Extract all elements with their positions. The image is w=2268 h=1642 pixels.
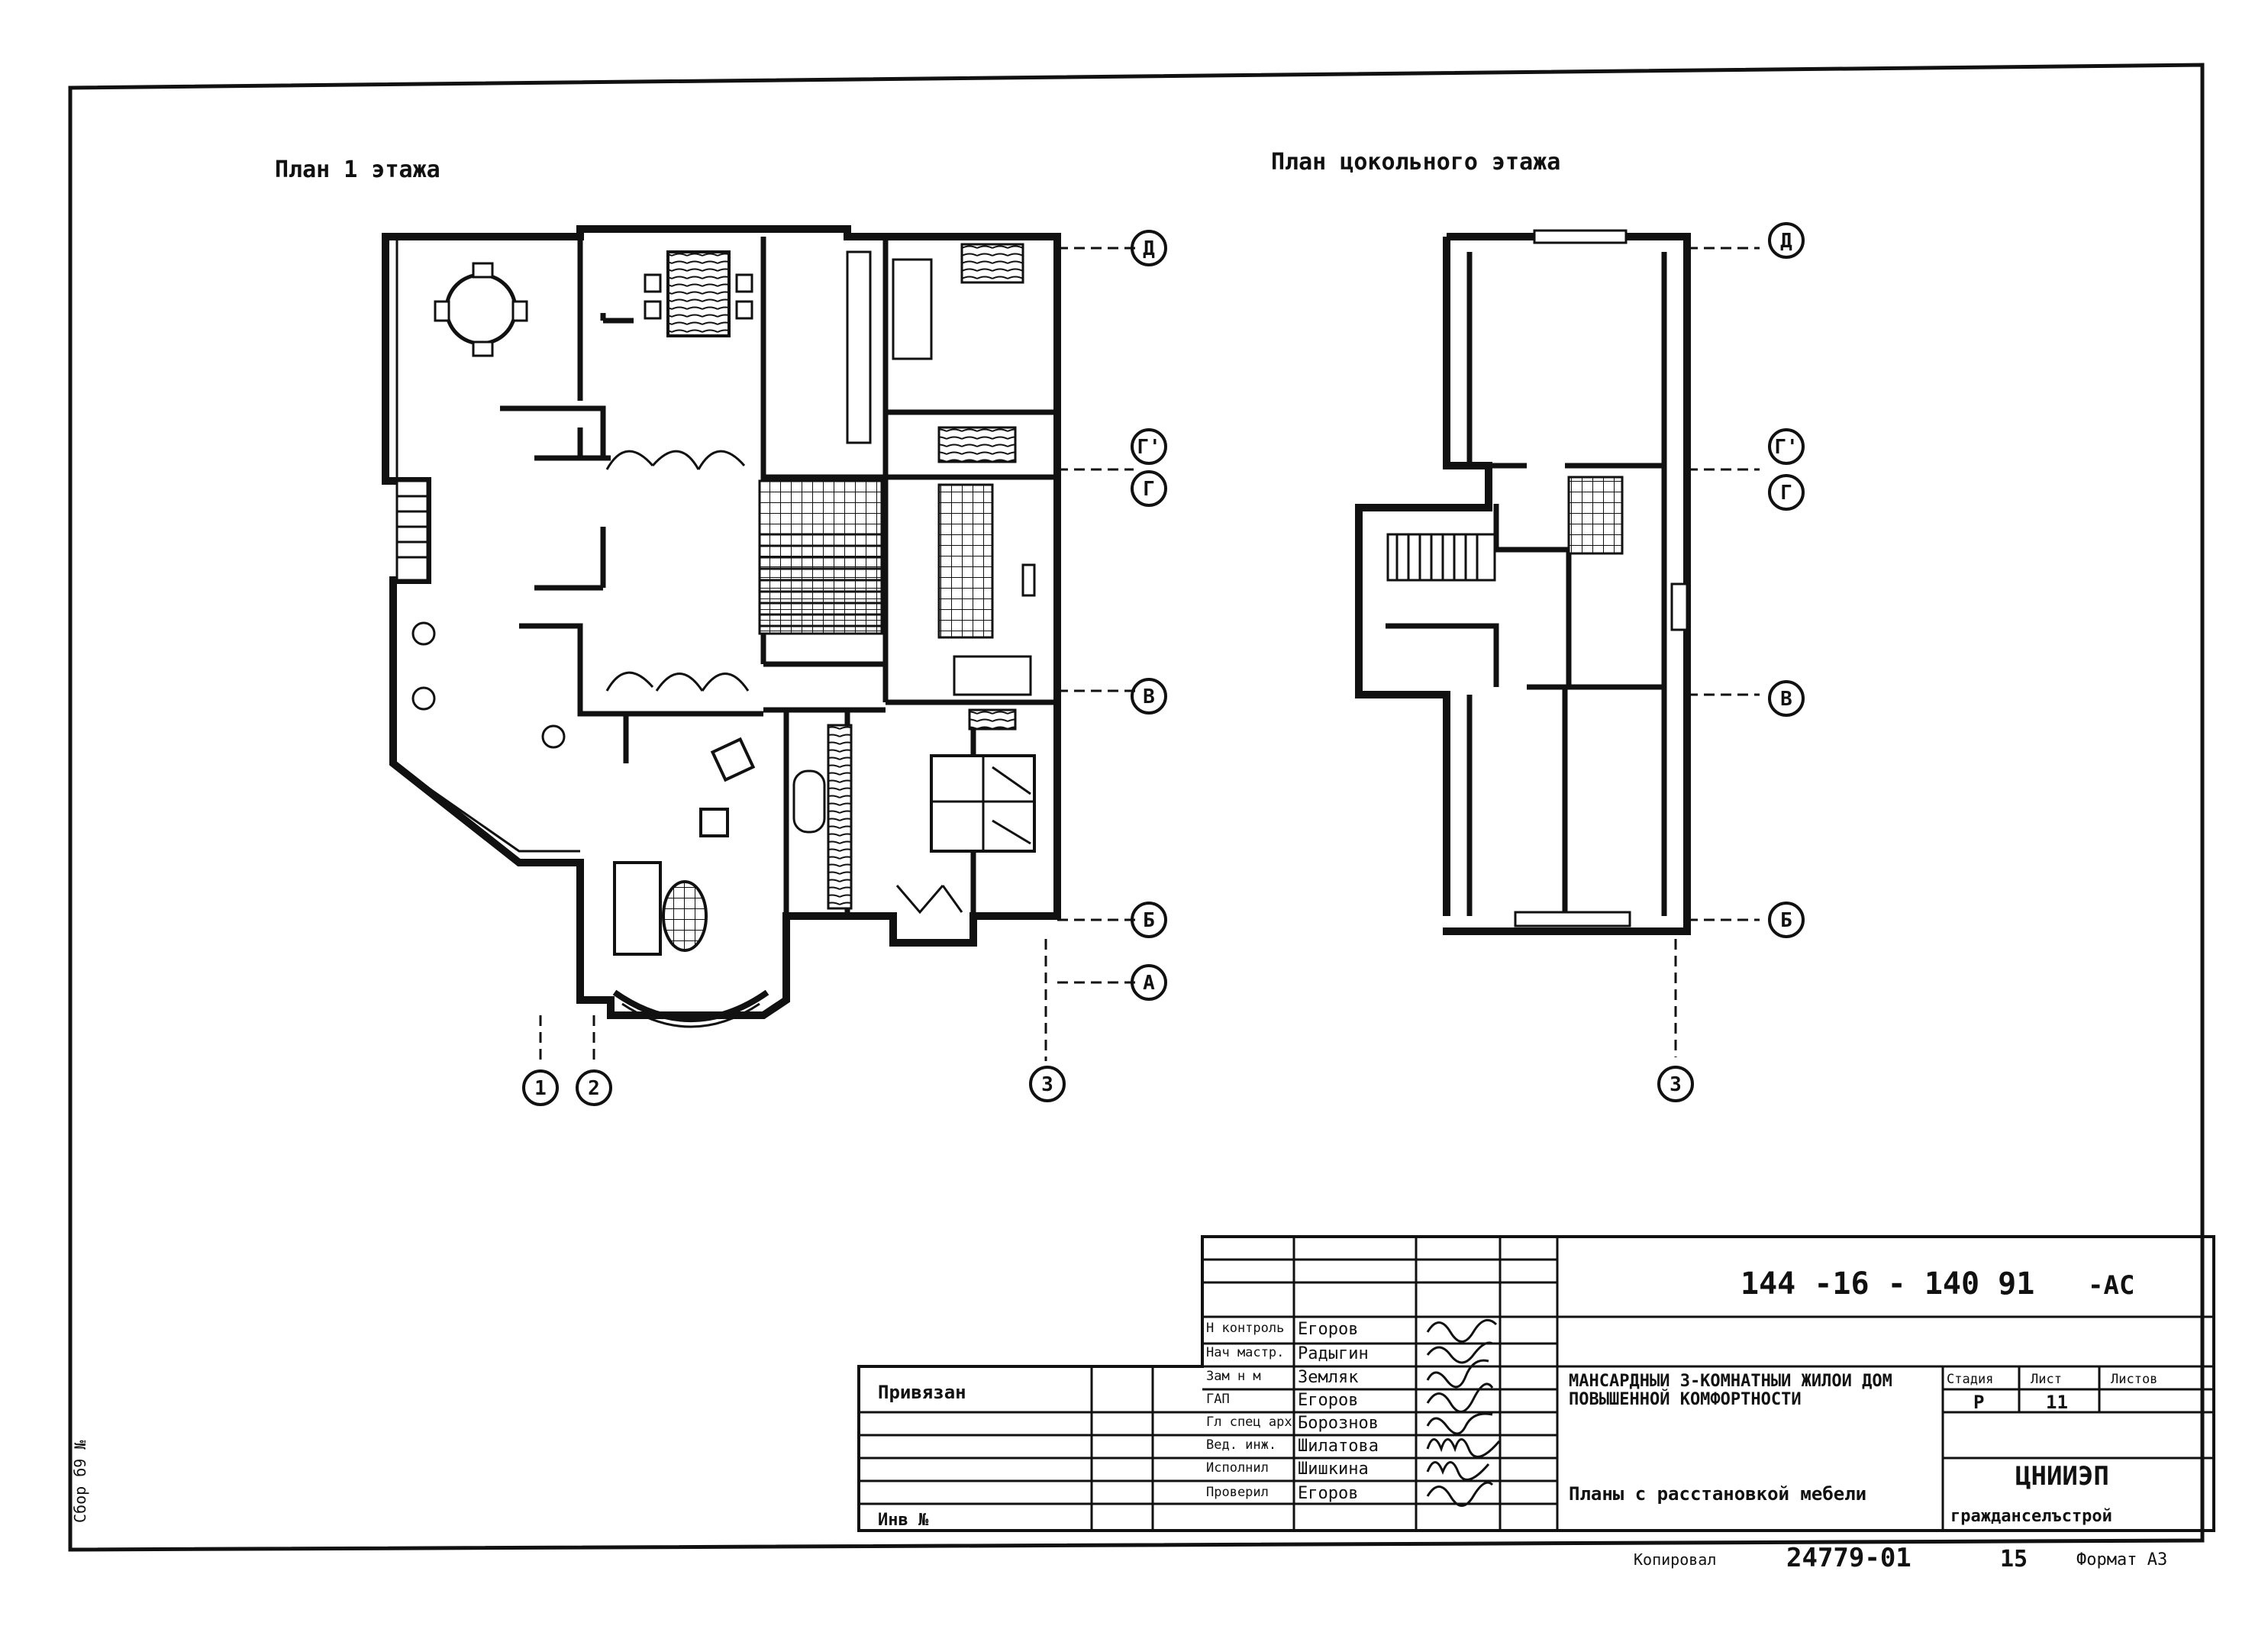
svg-text:Н контроль: Н контроль xyxy=(1206,1321,1284,1336)
staff-table: Н контроль Егоров Нач мастр. Радыгин Зам… xyxy=(1206,1320,1379,1503)
axis-bubbles-first: Д Г' Г В Б А 1 2 xyxy=(522,230,1167,1106)
svg-text:Г': Г' xyxy=(1137,436,1160,459)
svg-text:Г: Г xyxy=(1780,482,1792,505)
svg-text:Исполнил: Исполнил xyxy=(1206,1460,1269,1476)
svg-text:Гл спец арх: Гл спец арх xyxy=(1206,1415,1292,1430)
sheet-value: 11 xyxy=(2046,1392,2068,1413)
axis-bubble-a: А xyxy=(1131,964,1167,1001)
axis-bubbles-basement: Д Г' Г В Б 3 xyxy=(1657,222,1805,1102)
svg-text:Проверил: Проверил xyxy=(1206,1485,1269,1500)
axis-bubble-basement-3: 3 xyxy=(1657,1066,1694,1102)
sheets-header: Листов xyxy=(2111,1372,2157,1387)
svg-text:Вед. инж.: Вед. инж. xyxy=(1206,1437,1276,1453)
svg-text:3: 3 xyxy=(1041,1073,1053,1096)
axis-bubble-b: Б xyxy=(1131,902,1167,938)
svg-text:Д: Д xyxy=(1143,237,1155,260)
svg-text:ГАП: ГАП xyxy=(1206,1392,1230,1407)
svg-text:3: 3 xyxy=(1670,1073,1682,1096)
svg-text:Борознов: Борознов xyxy=(1298,1414,1379,1433)
svg-text:Нач мастр.: Нач мастр. xyxy=(1206,1345,1284,1360)
axis-bubble-2: 2 xyxy=(576,1069,612,1106)
svg-text:Зам н м: Зам н м xyxy=(1206,1369,1261,1384)
svg-text:1: 1 xyxy=(534,1077,547,1100)
project-title: Мансардный 3-комнатный жилой дом повышен… xyxy=(1569,1373,1892,1409)
axis-bubble-v: В xyxy=(1131,678,1167,715)
svg-text:Радыгин: Радыгин xyxy=(1298,1344,1369,1363)
svg-text:Д: Д xyxy=(1780,230,1792,253)
first-floor-plan xyxy=(382,225,1137,1065)
sheet-frame xyxy=(68,63,2205,1552)
plan-first-floor-title: План 1 этажа xyxy=(275,156,440,183)
axis-bubble-basement-d: Д xyxy=(1768,222,1805,259)
copy-label: Копировал xyxy=(1634,1550,1716,1569)
copy-page: 15 xyxy=(2000,1546,2028,1573)
svg-text:Б: Б xyxy=(1780,909,1792,932)
svg-text:Егоров: Егоров xyxy=(1298,1391,1358,1410)
axis-bubble-d: Д xyxy=(1131,230,1167,266)
stage-header: Стадия xyxy=(1947,1372,1993,1387)
signatures xyxy=(1426,1318,1501,1507)
plan-basement-title: План цокольного этажа xyxy=(1271,149,1560,176)
svg-text:Егоров: Егоров xyxy=(1298,1484,1358,1503)
axis-bubble-basement-v: В xyxy=(1768,680,1805,717)
axis-bubble-basement-b: Б xyxy=(1768,902,1805,938)
doc-suffix: -АС xyxy=(2088,1270,2134,1301)
svg-text:Г': Г' xyxy=(1774,436,1798,459)
sheet-title: Планы с расстановкой мебели xyxy=(1569,1483,1866,1505)
org-name: ЦНИИЭП xyxy=(2015,1461,2109,1492)
svg-text:Шишкина: Шишкина xyxy=(1298,1460,1369,1479)
inv-label: Инв № xyxy=(878,1511,929,1530)
svg-text:Земляк: Земляк xyxy=(1298,1368,1358,1387)
copy-number: 24779-01 xyxy=(1786,1543,1912,1573)
axis-bubble-g: Г xyxy=(1131,470,1167,507)
svg-text:А: А xyxy=(1143,972,1155,995)
svg-text:Б: Б xyxy=(1143,909,1155,932)
format-label: Формат А3 xyxy=(2076,1550,2167,1569)
axis-bubble-1: 1 xyxy=(522,1069,559,1106)
axis-bubble-3: 3 xyxy=(1029,1066,1066,1102)
title-block xyxy=(857,1235,2215,1532)
org-sub: гражданселъстрой xyxy=(1950,1507,2112,1526)
sheet-header: Лист xyxy=(2031,1372,2062,1387)
stage-value: Р xyxy=(1973,1392,1984,1413)
axis-bubble-basement-g-prime: Г' xyxy=(1768,428,1805,465)
margin-note: Сбор б9 № xyxy=(71,1440,89,1523)
svg-text:В: В xyxy=(1780,688,1792,711)
bound-label: Привязан xyxy=(878,1382,966,1403)
svg-text:Г: Г xyxy=(1143,478,1155,501)
svg-text:Шилатова: Шилатова xyxy=(1298,1437,1379,1456)
svg-text:В: В xyxy=(1143,686,1155,708)
axis-bubble-g-prime: Г' xyxy=(1131,428,1167,465)
svg-text:Егоров: Егоров xyxy=(1298,1320,1358,1339)
axis-bubble-basement-g: Г xyxy=(1768,474,1805,511)
svg-text:2: 2 xyxy=(588,1077,600,1100)
basement-plan xyxy=(1355,229,1760,1057)
doc-code: 144 -16 - 140 91 xyxy=(1741,1266,2034,1302)
